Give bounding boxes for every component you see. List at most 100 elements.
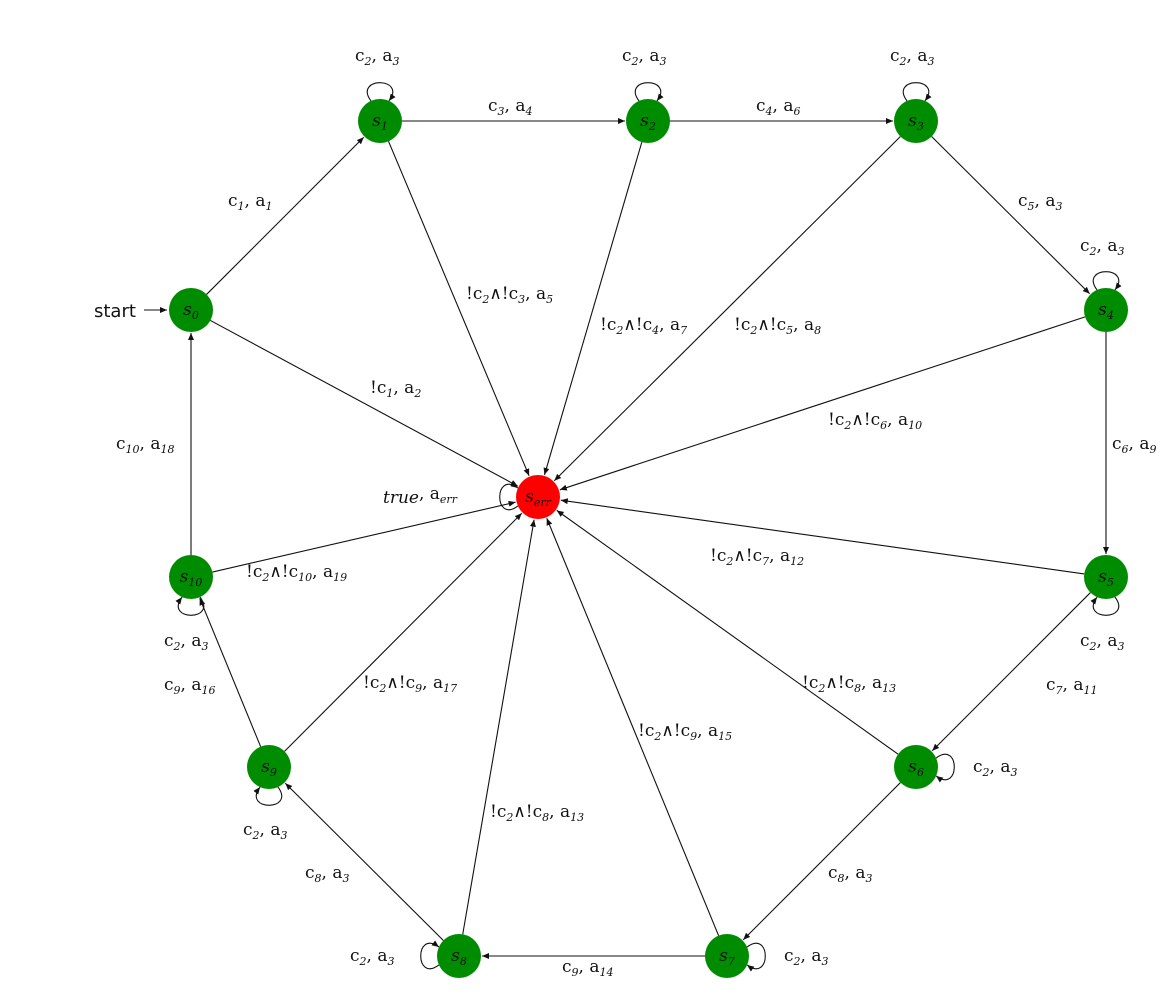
edges	[144, 82, 1122, 972]
label-self-loop-serr: true, aerr	[383, 484, 458, 508]
state-s8-circle	[437, 934, 481, 978]
state-s3-circle	[894, 99, 938, 143]
label-s7-err: !c2∧!c9, a15	[638, 721, 732, 743]
state-s10-label: s10	[180, 567, 203, 589]
self-loop-s1	[366, 82, 396, 102]
state-s3: s3	[894, 99, 938, 143]
state-s4-circle	[1084, 288, 1128, 332]
self-loop-s2	[634, 82, 664, 102]
state-serr-circle	[516, 475, 560, 519]
state-s10: s10	[169, 555, 213, 599]
state-s9: s9	[247, 745, 291, 789]
edge-s4-err	[559, 316, 1086, 491]
label-s10-err: !c2∧!c10, a19	[246, 562, 347, 584]
state-s1-label: s1	[372, 111, 388, 133]
state-s5-circle	[1084, 555, 1128, 599]
edge-s7-err	[546, 518, 720, 936]
state-s6: s6	[894, 745, 938, 789]
label-self-loop-s9: c2, a3	[243, 820, 287, 842]
self-loop-s5	[1090, 596, 1120, 616]
state-s9-label: s9	[261, 757, 277, 779]
edge-s10-err	[212, 500, 516, 573]
edge-s0-err	[210, 319, 519, 487]
edge-s6-err	[556, 509, 899, 755]
edge-s1-err	[388, 141, 530, 477]
self-loop-s7	[746, 942, 766, 972]
edge-s5-err	[560, 498, 1085, 575]
label-s2-err: !c2∧!c4, a7	[600, 315, 687, 337]
label-self-loop-s4: c2, a3	[1080, 236, 1124, 258]
state-s1: s1	[358, 99, 402, 143]
self-loop-s9	[253, 786, 283, 806]
state-s4: s4	[1084, 288, 1128, 332]
state-s7: s7	[705, 934, 749, 978]
state-s0-circle	[169, 288, 213, 332]
label-s8-err: !c2∧!c8, a13	[490, 802, 584, 824]
state-s8-label: s8	[451, 946, 467, 968]
label-s7-s8: c9, a14	[562, 957, 613, 979]
edge-s0-s1	[206, 136, 365, 295]
edge-s5-s6	[931, 592, 1091, 752]
edge-s3-s4	[931, 136, 1091, 295]
label-s4-err: !c2∧!c6, a10	[828, 410, 922, 432]
label-s6-err: !c2∧!c8, a13	[802, 673, 896, 695]
state-s10-circle	[169, 555, 213, 599]
label-s5-err: !c2∧!c7, a12	[710, 546, 804, 568]
edge-s2-err	[543, 141, 643, 476]
label-self-loop-s6: c2, a3	[973, 757, 1017, 779]
label-s9-err: !c2∧!c9, a17	[363, 673, 457, 695]
label-s6-s7: c8, a3	[828, 863, 872, 885]
label-self-loop-s8: c2, a3	[350, 946, 394, 968]
edge-s8-s9	[284, 782, 444, 941]
edge-s8-err	[462, 519, 536, 935]
label-s8-s9: c8, a3	[305, 863, 349, 885]
label-s3-s4: c5, a3	[1018, 191, 1062, 213]
state-s4-label: s4	[1098, 300, 1114, 322]
state-serr: serr	[516, 475, 560, 519]
label-self-loop-s7: c2, a3	[784, 946, 828, 968]
state-s5-label: s5	[1098, 567, 1114, 589]
label-s1-err: !c2∧!c3, a5	[466, 284, 553, 306]
state-s8: s8	[437, 934, 481, 978]
label-s10-s0: c10, a18	[116, 434, 174, 456]
self-loop-serr	[499, 481, 519, 511]
edge-s6-s7	[742, 782, 901, 941]
self-loop-s10	[175, 596, 205, 616]
state-s2: s2	[626, 99, 670, 143]
label-self-loop-s1: c2, a3	[355, 46, 399, 68]
state-s5: s5	[1084, 555, 1128, 599]
self-loop-s6	[935, 753, 955, 783]
label-s3-err: !c2∧!c5, a8	[734, 315, 821, 337]
label-s9-s10: c9, a16	[164, 675, 215, 697]
self-loop-s4	[1092, 271, 1122, 291]
label-self-loop-s3: c2, a3	[890, 46, 934, 68]
state-s2-circle	[626, 99, 670, 143]
label-self-loop-s2: c2, a3	[622, 46, 666, 68]
state-s1-circle	[358, 99, 402, 143]
state-s9-circle	[247, 745, 291, 789]
self-loop-s8	[420, 940, 440, 970]
state-s7-circle	[705, 934, 749, 978]
state-s6-label: s6	[908, 757, 924, 779]
label-s1-s2: c3, a4	[488, 96, 532, 118]
label-s4-s5: c6, a9	[1112, 434, 1156, 456]
edge-s3-err	[553, 136, 901, 482]
state-s2-label: s2	[640, 111, 656, 133]
nodes: s0 s1 s2 s3 s4 s5 s6 s7 s8 s9 s10 serr	[169, 99, 1128, 978]
state-serr-label: serr	[525, 487, 552, 509]
state-s6-circle	[894, 745, 938, 789]
state-s3-label: s3	[908, 111, 924, 133]
label-self-loop-s10: c2, a3	[164, 631, 208, 653]
start-label: start	[94, 301, 136, 322]
state-s0-label: s0	[183, 300, 199, 322]
edge-s9-err	[284, 512, 523, 752]
state-s0: s0	[169, 288, 213, 332]
self-loop-s3	[902, 82, 932, 102]
edge-s9-s10	[199, 598, 262, 747]
label-s5-s6: c7, a11	[1046, 675, 1097, 697]
label-s0-err: !c1, a2	[370, 378, 421, 400]
state-s7-label: s7	[719, 946, 735, 968]
label-s0-s1: c1, a1	[228, 191, 272, 213]
